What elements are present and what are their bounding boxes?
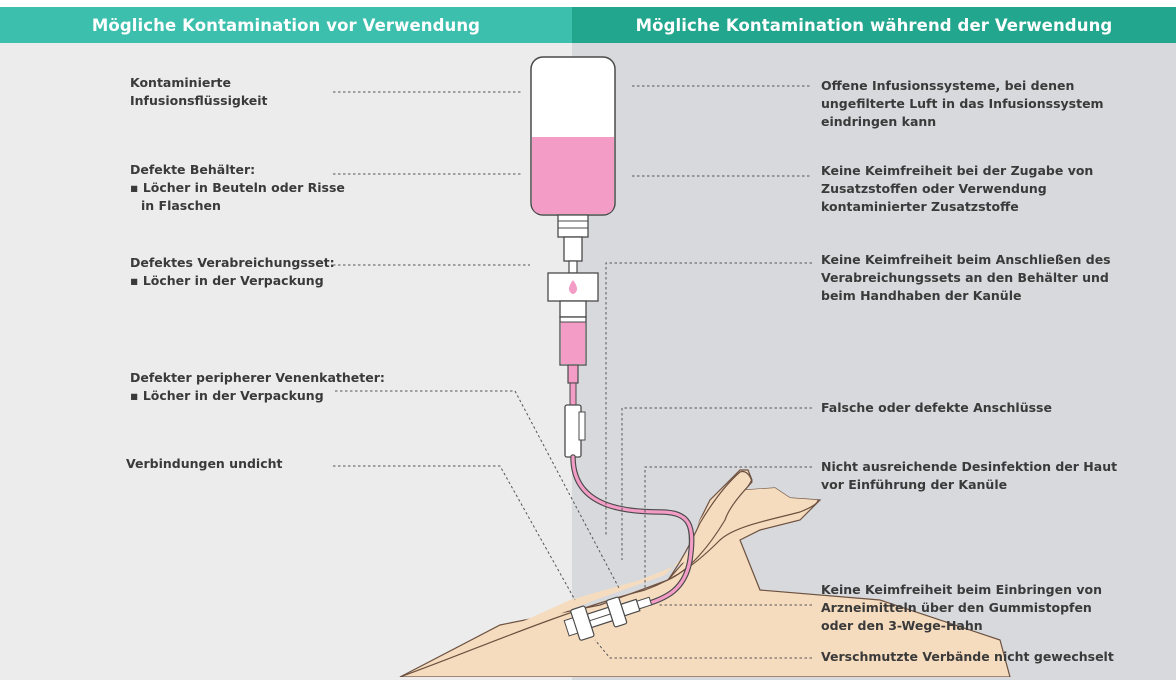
label-dressings: Verschmutzte Verbände nicht gewechselt xyxy=(821,648,1114,666)
roller-clamp xyxy=(565,383,585,457)
drip-chamber xyxy=(548,273,598,383)
label-defective-admin-set: Defektes Verabreichungsset: ▪ Löcher in … xyxy=(130,254,335,290)
label-drug-injection-sterility: Keine Keimfreiheit beim Einbringen von A… xyxy=(821,581,1102,635)
fluid-level xyxy=(532,137,614,214)
infusion-bottle xyxy=(531,57,615,273)
label-defective-catheter: Defekter peripherer Venenkatheter: ▪ Löc… xyxy=(130,369,385,405)
label-additives-sterility: Keine Keimfreiheit bei der Zugabe von Zu… xyxy=(821,162,1093,216)
label-defective-container: Defekte Behälter: ▪ Löcher in Beuteln od… xyxy=(130,161,345,215)
label-faulty-connections: Falsche oder defekte Anschlüsse xyxy=(821,399,1052,417)
arm-illustration xyxy=(400,470,1010,677)
label-connecting-sterility: Keine Keimfreiheit beim Anschließen des … xyxy=(821,251,1111,305)
label-skin-disinfection: Nicht ausreichende Desinfektion der Haut… xyxy=(821,458,1117,494)
label-open-systems: Offene Infusionssysteme, bei denen ungef… xyxy=(821,77,1104,131)
label-contaminated-fluid: Kontaminierte Infusionsflüssigkeit xyxy=(130,74,268,110)
label-leaky-connections: Verbindungen undicht xyxy=(126,455,283,473)
